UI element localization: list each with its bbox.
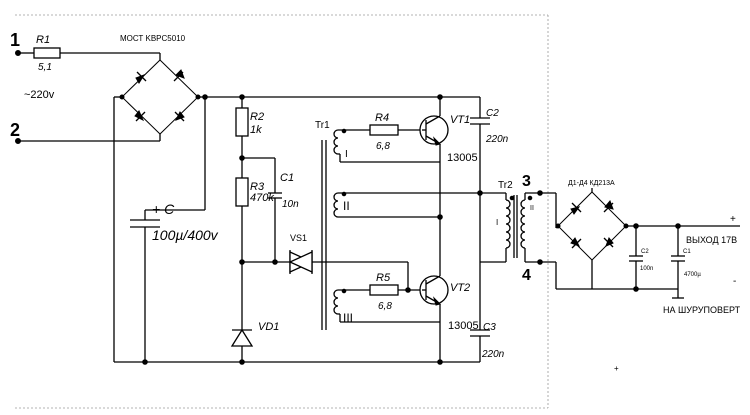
upper-transistor-stage [369,97,449,217]
terminal-4-label: 4 [522,267,531,284]
diac-vs1 [288,250,408,274]
resistor-r2 [235,107,249,137]
capacitor-c [130,219,160,362]
output-bridge [555,188,629,290]
output-bridge-part: Д1-Д4 КД213А [568,180,615,187]
cap-c-ref: + C [152,201,175,217]
transformer-tr2 [480,190,556,265]
out-c1-value: 4700µ [684,272,701,278]
transformer-tr1 [321,128,480,330]
output-minus: - [733,276,736,287]
tr1-label: Tr1 [315,120,330,131]
r3-ref: R3 [250,181,265,193]
winding-1: I [345,149,348,160]
plus-rail [144,94,443,220]
output-plus: + [730,214,736,225]
r4-value: 6,8 [376,141,390,152]
c1-value: 10n [282,199,299,210]
c3-value: 220n [481,349,505,360]
minus-rail [114,359,443,365]
input-section [15,47,161,144]
vd1-label: VD1 [258,321,279,333]
diode-vd1 [230,328,254,347]
r4-ref: R4 [375,112,389,124]
lower-transistor-stage [369,217,449,362]
out-c2-value: 100n [640,266,653,272]
vs1-label: VS1 [290,233,307,243]
resistor-r5 [369,284,399,296]
output-voltage-label: ВЫХОД 17В [686,235,737,245]
vt2-ref: VT2 [450,282,470,294]
r2-ref: R2 [250,111,264,123]
half-bridge-caps [440,96,490,363]
resistor-r4 [369,124,399,136]
tr2-label: Tr2 [498,180,513,191]
winding-3: III [343,311,353,325]
vt1-ref: VT1 [450,114,470,126]
timing-branch [230,97,290,362]
c2-ref: C2 [486,108,499,119]
terminal-4-dot [537,259,543,265]
c3-ref: C3 [483,322,496,333]
vt2-part: 13005 [448,320,479,332]
r2-value: 1k [250,124,262,136]
stray-plus: + [614,364,619,373]
terminal-1-label: 1 [10,30,20,50]
tr2-primary: I [496,218,498,227]
resistor-r1 [33,47,61,59]
r5-value: 6,8 [378,301,392,312]
resistor-r3 [235,177,249,207]
tr2-secondary: II [530,205,534,212]
r5-ref: R5 [376,272,391,284]
drill-label: НА ШУРУПОВЕРТ [663,305,741,315]
r3-value: 470k [250,192,274,204]
terminal-2-label: 2 [10,120,20,140]
vt1-part: 13005 [447,152,478,164]
c1-ref: C1 [280,172,294,184]
r1-ref: R1 [36,34,50,46]
out-c2-ref: C2 [641,249,649,255]
bridge-part: МОСТ KBPC5010 [120,34,186,43]
c2-value: 220n [485,134,509,145]
terminal-3-label: 3 [522,173,531,190]
board-outline [15,14,549,409]
out-c1-ref: C1 [683,249,691,255]
winding-2: II [343,199,350,213]
terminal-3-dot [537,190,543,196]
mains-voltage: ~220v [24,89,55,101]
input-bridge [113,59,205,362]
r1-value: 5,1 [38,62,52,73]
cap-c-value: 100µ/400v [152,227,219,243]
output-filter [610,223,740,299]
